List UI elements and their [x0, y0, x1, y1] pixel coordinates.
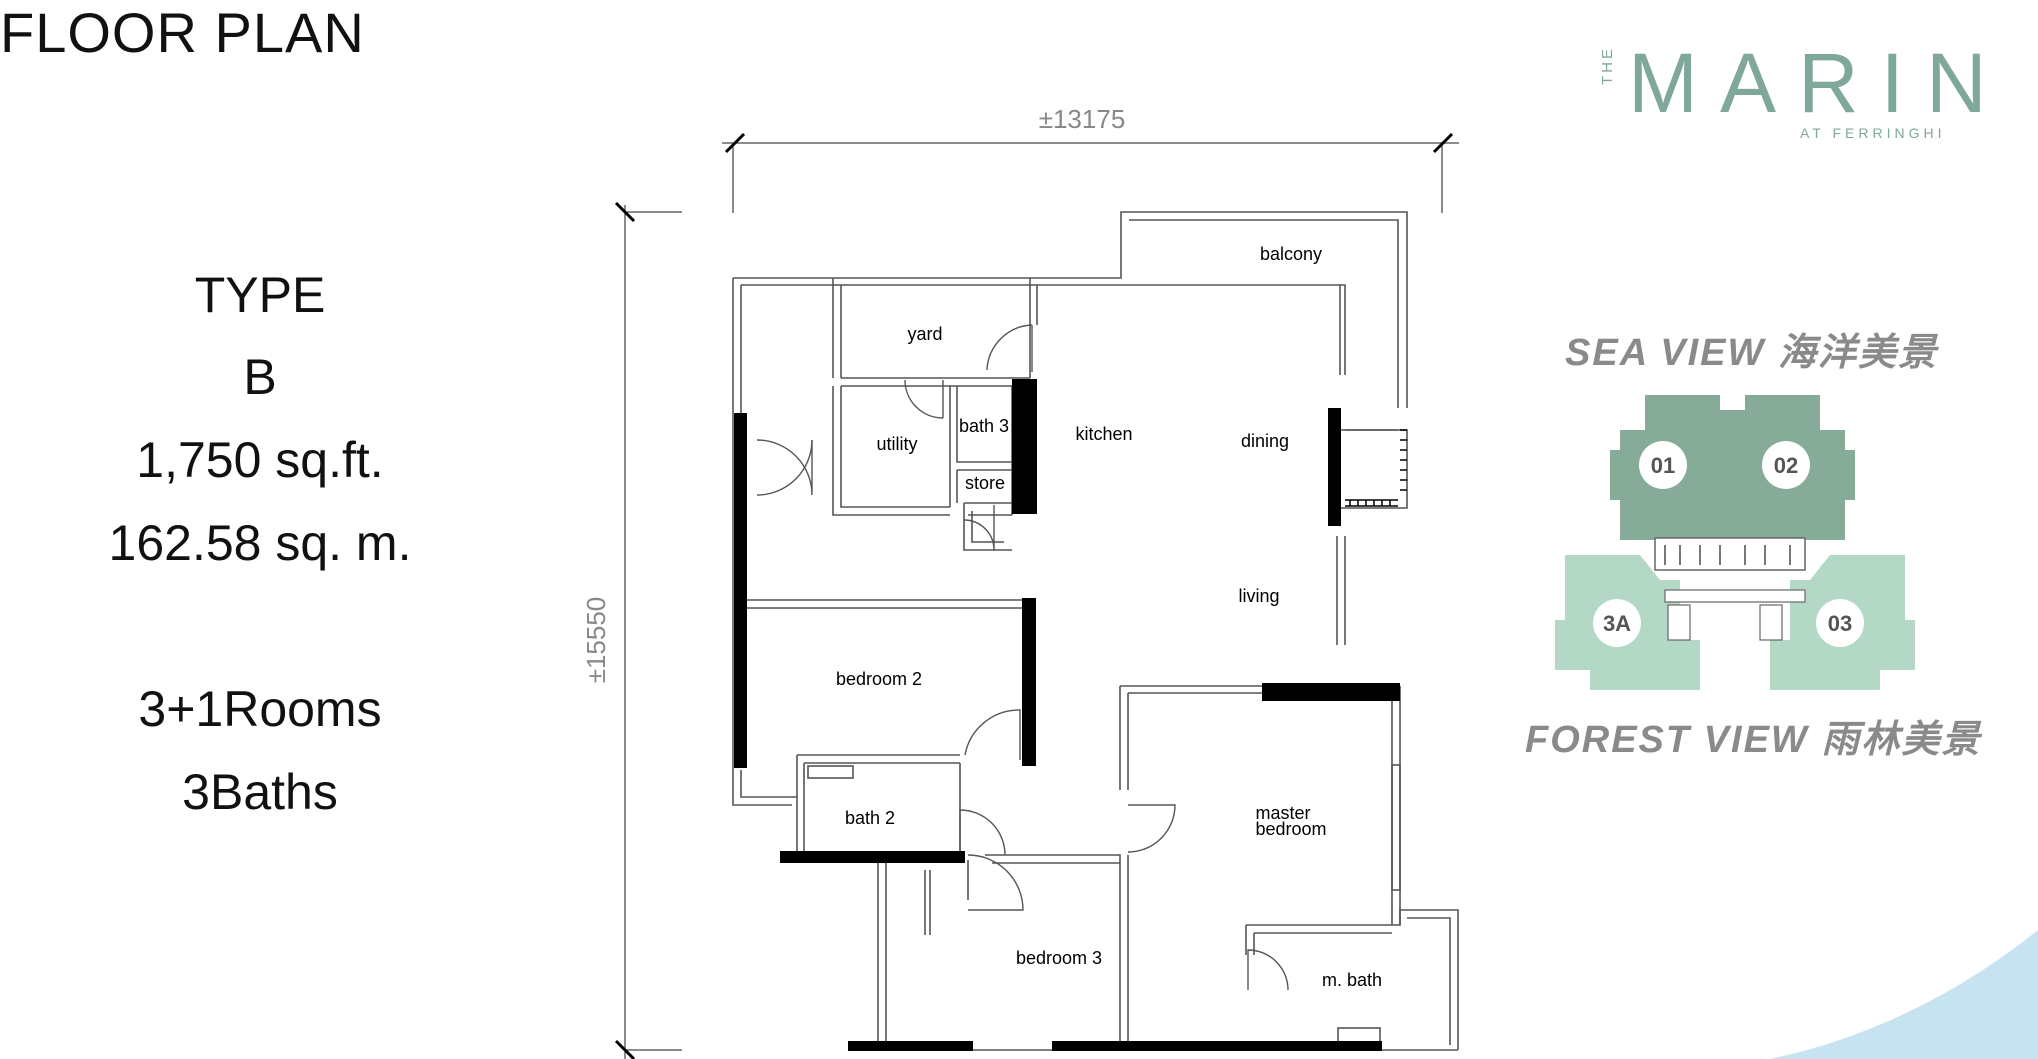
- wave-decoration: [1770, 930, 2038, 1059]
- thick-walls: [734, 379, 1400, 1051]
- room-label-store: store: [965, 473, 1005, 493]
- room-label-balcony: balcony: [1260, 244, 1322, 264]
- plan-outlines: [732, 211, 1459, 1051]
- height-dimension: ±15550: [581, 597, 611, 684]
- unit-02-label: 02: [1774, 453, 1798, 478]
- room-label-mbath: m. bath: [1322, 970, 1382, 990]
- forest-view-label: FOREST VIEW 雨林美景: [1525, 719, 1982, 761]
- unit-area-sqft: 1,750 sq.ft.: [136, 432, 384, 488]
- room-label-yard: yard: [907, 324, 942, 344]
- room-label-utility: utility: [876, 434, 917, 454]
- page-title: FLOOR PLAN: [0, 1, 365, 64]
- unit-type-label: TYPE: [194, 267, 326, 323]
- room-label-master-1: master: [1255, 803, 1310, 823]
- width-dimension: ±13175: [1039, 104, 1126, 134]
- room-label-bath2: bath 2: [845, 808, 895, 828]
- logo: THE MARIN AT FERRINGHI: [1599, 36, 2009, 141]
- key-plan: SEA VIEW 海洋美景 01 02 3A 03 FOREST VIEW 雨林…: [1525, 332, 1982, 761]
- sea-view-label: SEA VIEW 海洋美景: [1565, 332, 1939, 374]
- room-label-dining: dining: [1241, 431, 1289, 451]
- logo-prefix: THE: [1599, 46, 1616, 85]
- dimension-lines: [614, 132, 1459, 1059]
- unit-01-label: 01: [1651, 453, 1675, 478]
- logo-name: MARIN: [1628, 36, 2009, 130]
- unit-3a-label: 3A: [1603, 611, 1631, 636]
- room-label-kitchen: kitchen: [1075, 424, 1132, 444]
- unit-area-sqm: 162.58 sq. m.: [108, 515, 412, 571]
- room-label-master-2: bedroom: [1255, 819, 1326, 839]
- unit-03-label: 03: [1828, 611, 1852, 636]
- logo-tagline: AT FERRINGHI: [1800, 125, 1946, 141]
- room-label-bath3: bath 3: [959, 416, 1009, 436]
- unit-baths: 3Baths: [182, 764, 338, 820]
- unit-rooms: 3+1Rooms: [138, 681, 382, 737]
- room-label-bedroom2: bedroom 2: [836, 669, 922, 689]
- unit-type-value: B: [243, 349, 277, 405]
- room-label-living: living: [1238, 586, 1279, 606]
- room-label-bedroom3: bedroom 3: [1016, 948, 1102, 968]
- door-swings: [756, 324, 1289, 991]
